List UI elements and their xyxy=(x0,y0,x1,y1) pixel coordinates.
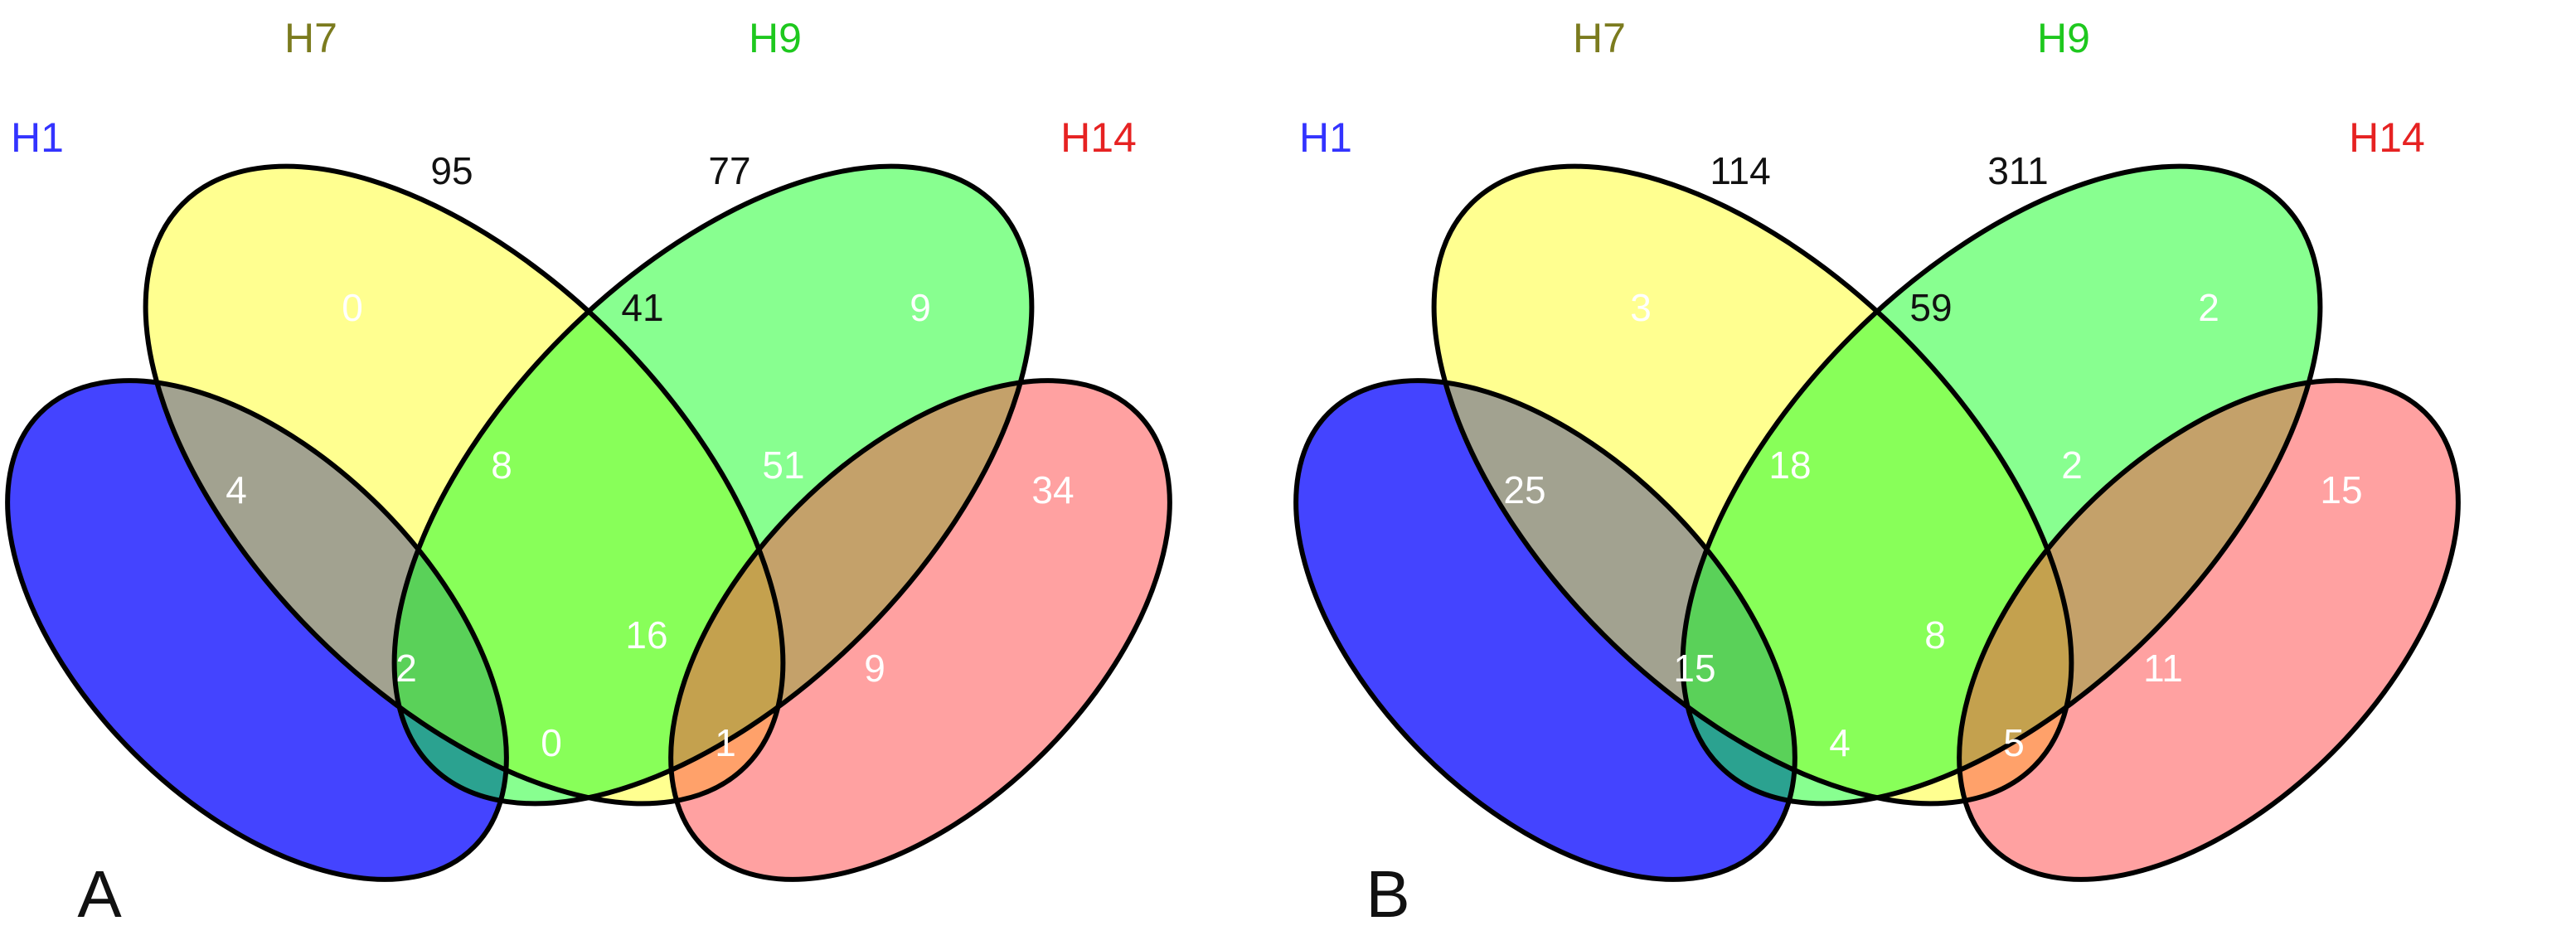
region-h1-h7-h9: 8 xyxy=(491,443,512,487)
ellipse-h1 xyxy=(1296,380,1795,880)
region-h1: 4 xyxy=(226,468,247,511)
region-h1-h7: 3 xyxy=(1630,286,1652,329)
panel-label: B xyxy=(1366,857,1409,931)
region-h7-h9: 41 xyxy=(621,286,663,329)
venn-panel-a: H1 H7 H9 H14 95 77 0 41 9 4 8 51 34 2 16… xyxy=(5,15,1172,931)
venn-diagram-a: H1 H7 H9 H14 95 77 0 41 9 4 8 51 34 2 16… xyxy=(5,15,1172,931)
region-h1-h7: 0 xyxy=(342,286,363,329)
set-label-h9: H9 xyxy=(749,15,802,61)
region-h7-h14: 11 xyxy=(2143,647,2183,690)
region-h1-h9-h14: 0 xyxy=(541,721,562,764)
region-h1-h9-h14: 4 xyxy=(1829,721,1851,764)
region-h1: 25 xyxy=(1503,468,1545,511)
venn-ellipses xyxy=(1296,166,2458,880)
region-h1-h7-h14: 5 xyxy=(2003,721,2025,764)
region-h1-h7-h9: 18 xyxy=(1768,443,1811,487)
region-h7-h9-h14: 2 xyxy=(2061,443,2083,487)
region-h1-h14: 0 xyxy=(634,817,656,860)
venn-ellipses xyxy=(7,166,1170,880)
set-label-h7: H7 xyxy=(284,15,337,61)
region-h9-h14: 2 xyxy=(2198,286,2219,329)
venn-panel-b: H1 H7 H9 H14 114 311 3 59 2 25 18 2 15 1… xyxy=(1288,0,2576,950)
region-h1-h14: 2 xyxy=(1923,817,1944,860)
region-h9: 77 xyxy=(708,149,750,192)
region-h7-h14: 9 xyxy=(864,647,885,690)
region-h7: 95 xyxy=(430,149,473,192)
region-h7: 114 xyxy=(1710,149,1770,192)
ellipse-h1 xyxy=(7,380,507,880)
region-h1-h9: 2 xyxy=(395,647,417,690)
region-h1-h7-h9-h14: 16 xyxy=(625,613,667,657)
ellipse-h14 xyxy=(671,380,1170,880)
ellipse-h9 xyxy=(394,166,1032,804)
set-label-h1: H1 xyxy=(1299,114,1352,161)
region-h14: 15 xyxy=(2320,468,2362,511)
set-label-h7: H7 xyxy=(1573,15,1626,61)
panel-label: A xyxy=(77,857,122,931)
ellipse-h14 xyxy=(1959,380,2458,880)
region-h1-h7-h14: 1 xyxy=(715,721,736,764)
set-label-h1: H1 xyxy=(11,114,64,161)
region-h14: 34 xyxy=(1031,468,1074,511)
region-h7-h9: 59 xyxy=(1909,286,1952,329)
region-h9: 311 xyxy=(1987,149,2048,192)
set-label-h14: H14 xyxy=(2349,114,2425,161)
set-label-h14: H14 xyxy=(1060,114,1137,161)
ellipse-h9 xyxy=(1682,166,2321,804)
set-label-h9: H9 xyxy=(2037,15,2090,61)
venn-diagram-b: H1 H7 H9 H14 114 311 3 59 2 25 18 2 15 1… xyxy=(1293,15,2461,931)
region-h1-h7-h9-h14: 8 xyxy=(1924,613,1946,657)
region-h7-h9-h14: 51 xyxy=(762,443,804,487)
region-h1-h9: 15 xyxy=(1673,647,1715,690)
region-h9-h14: 9 xyxy=(910,286,931,329)
